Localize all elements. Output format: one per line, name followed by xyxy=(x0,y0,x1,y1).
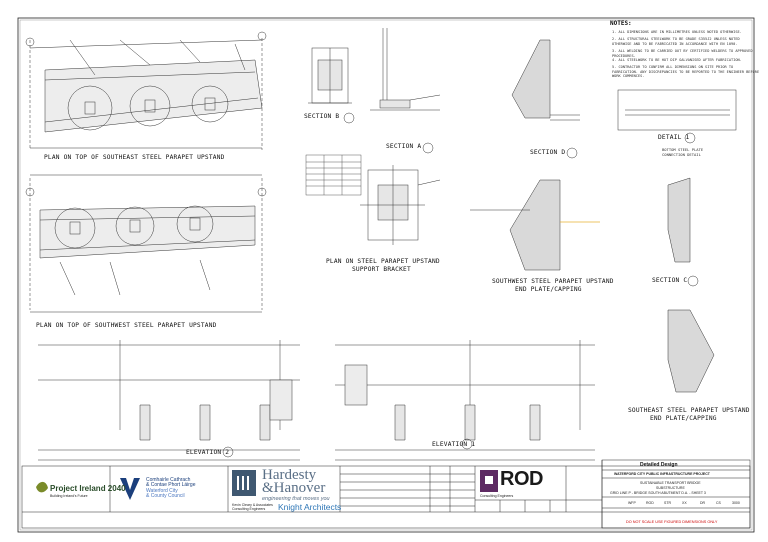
project-ireland-logo: Project Ireland 2040 xyxy=(50,484,126,493)
section-a-title: SECTION A xyxy=(386,143,422,150)
code-cell-3: STR xyxy=(664,501,671,505)
code-cell-2: ROD xyxy=(646,501,654,505)
section-b-view xyxy=(308,47,355,124)
sw-endplate-title-line2: END PLATE/CAPPING xyxy=(515,286,582,293)
project-ireland-tagline: Building Ireland's Future xyxy=(50,494,88,498)
plan-southwest-view xyxy=(25,174,267,313)
council-line-3: Waterford City xyxy=(146,488,178,494)
project-name: WATERFORD CITY PUBLIC INFRASTRUCTURE PRO… xyxy=(614,472,710,476)
plan-southeast-view xyxy=(25,31,267,150)
detail-1-subtitle-line2: CONNECTION DETAIL xyxy=(662,152,701,157)
elevation-2-view xyxy=(38,340,300,461)
section-c-view xyxy=(667,177,699,287)
sheet-border xyxy=(17,17,755,533)
note-1: 1. ALL DIMENSIONS ARE IN MILLIMETRES UNL… xyxy=(612,30,742,34)
code-cell-6: CS xyxy=(716,501,721,505)
hardesty-tagline: engineering that moves you xyxy=(262,496,330,502)
support-bracket-plan xyxy=(360,165,441,245)
drawing-title-line1: SUSTAINABLE TRANSPORT BRIDGE xyxy=(640,481,701,485)
se-endplate-title-line1: SOUTHEAST STEEL PARAPET UPSTAND xyxy=(628,407,750,414)
note-4: 4. ALL STEELWORK TO BE HOT DIP GALVANISE… xyxy=(612,58,742,62)
drawing-title-line2: SUBSTRUCTURE xyxy=(656,486,685,490)
schedule-table xyxy=(305,154,362,196)
section-d-view xyxy=(511,39,580,159)
drawing-title-line3: GRID LINE P - BRIDGE SOUTH ABUTMENT D.A.… xyxy=(610,491,706,495)
note-3: 3. ALL WELDING TO BE CARRIED OUT BY CERT… xyxy=(612,49,753,58)
kcc-line1: Kevin Cleary & Associates xyxy=(232,503,273,507)
detail-1-title: DETAIL 1 xyxy=(658,134,690,141)
status-detailed-design: Detailed Design xyxy=(640,462,678,468)
note-2: 2. ALL STRUCTURAL STEELWORK TO BE GRADE … xyxy=(612,37,740,46)
code-cell-1: WFP xyxy=(628,501,636,505)
scale-disclaimer: DO NOT SCALE USE FIGURED DIMENSIONS ONLY xyxy=(626,520,718,524)
rod-logo: ROD xyxy=(500,468,543,490)
hardesty-logo-line2: &Hanover xyxy=(262,480,326,496)
se-endplate-title-line2: END PLATE/CAPPING xyxy=(650,415,717,422)
code-cell-4: XX xyxy=(682,501,687,505)
detail-1-subtitle-line1: BOTTOM STEEL PLATE xyxy=(662,147,704,152)
rod-subtitle: Consulting Engineers xyxy=(480,494,514,498)
detail-1-view xyxy=(617,89,737,144)
council-line-4: & County Council xyxy=(146,493,185,499)
kcc-line2: Consulting Engineers xyxy=(232,507,266,511)
code-cell-5: DR xyxy=(700,501,706,505)
section-a-view xyxy=(370,28,441,154)
section-d-title: SECTION D xyxy=(530,149,566,156)
elevation-1-title: ELEVATION 1 xyxy=(432,441,476,448)
council-line-1: Comhairle Cathrach xyxy=(146,477,191,483)
title-block-frame xyxy=(21,459,751,529)
plan-sw-title: PLAN ON TOP OF SOUTHWEST STEEL PARAPET U… xyxy=(36,322,217,329)
rod-logo-mark xyxy=(480,470,498,492)
sw-endplate-title-line1: SOUTHWEST STEEL PARAPET UPSTAND xyxy=(492,278,614,285)
project-ireland-logo-mark xyxy=(36,481,48,493)
notes-heading: NOTES: xyxy=(610,20,632,27)
sheet-inner-border xyxy=(19,19,753,531)
elevation-1-view xyxy=(335,340,595,461)
plan-se-title: PLAN ON TOP OF SOUTHEAST STEEL PARAPET U… xyxy=(44,154,225,161)
council-line-2: & Contae Phort Láirge xyxy=(146,482,196,488)
hardesty-logo-mark xyxy=(232,470,256,496)
elevation-2-title: ELEVATION 2 xyxy=(186,449,230,456)
se-endplate-view xyxy=(667,309,715,393)
sw-endplate-view xyxy=(470,179,600,271)
note-5: 5. CONTRACTOR TO CONFIRM ALL DIMENSIONS … xyxy=(612,65,760,79)
section-c-title: SECTION C xyxy=(652,277,688,284)
hardesty-logo-line1: Hardesty xyxy=(262,467,317,483)
council-logo-mark xyxy=(120,478,140,500)
bracket-title-line1: PLAN ON STEEL PARAPET UPSTAND xyxy=(326,258,440,265)
code-cell-7: 3000 xyxy=(732,501,740,505)
bracket-title-line2: SUPPORT BRACKET xyxy=(352,266,411,273)
section-b-title: SECTION B xyxy=(304,113,340,120)
knight-architects-logo: Knight Architects xyxy=(278,502,342,512)
